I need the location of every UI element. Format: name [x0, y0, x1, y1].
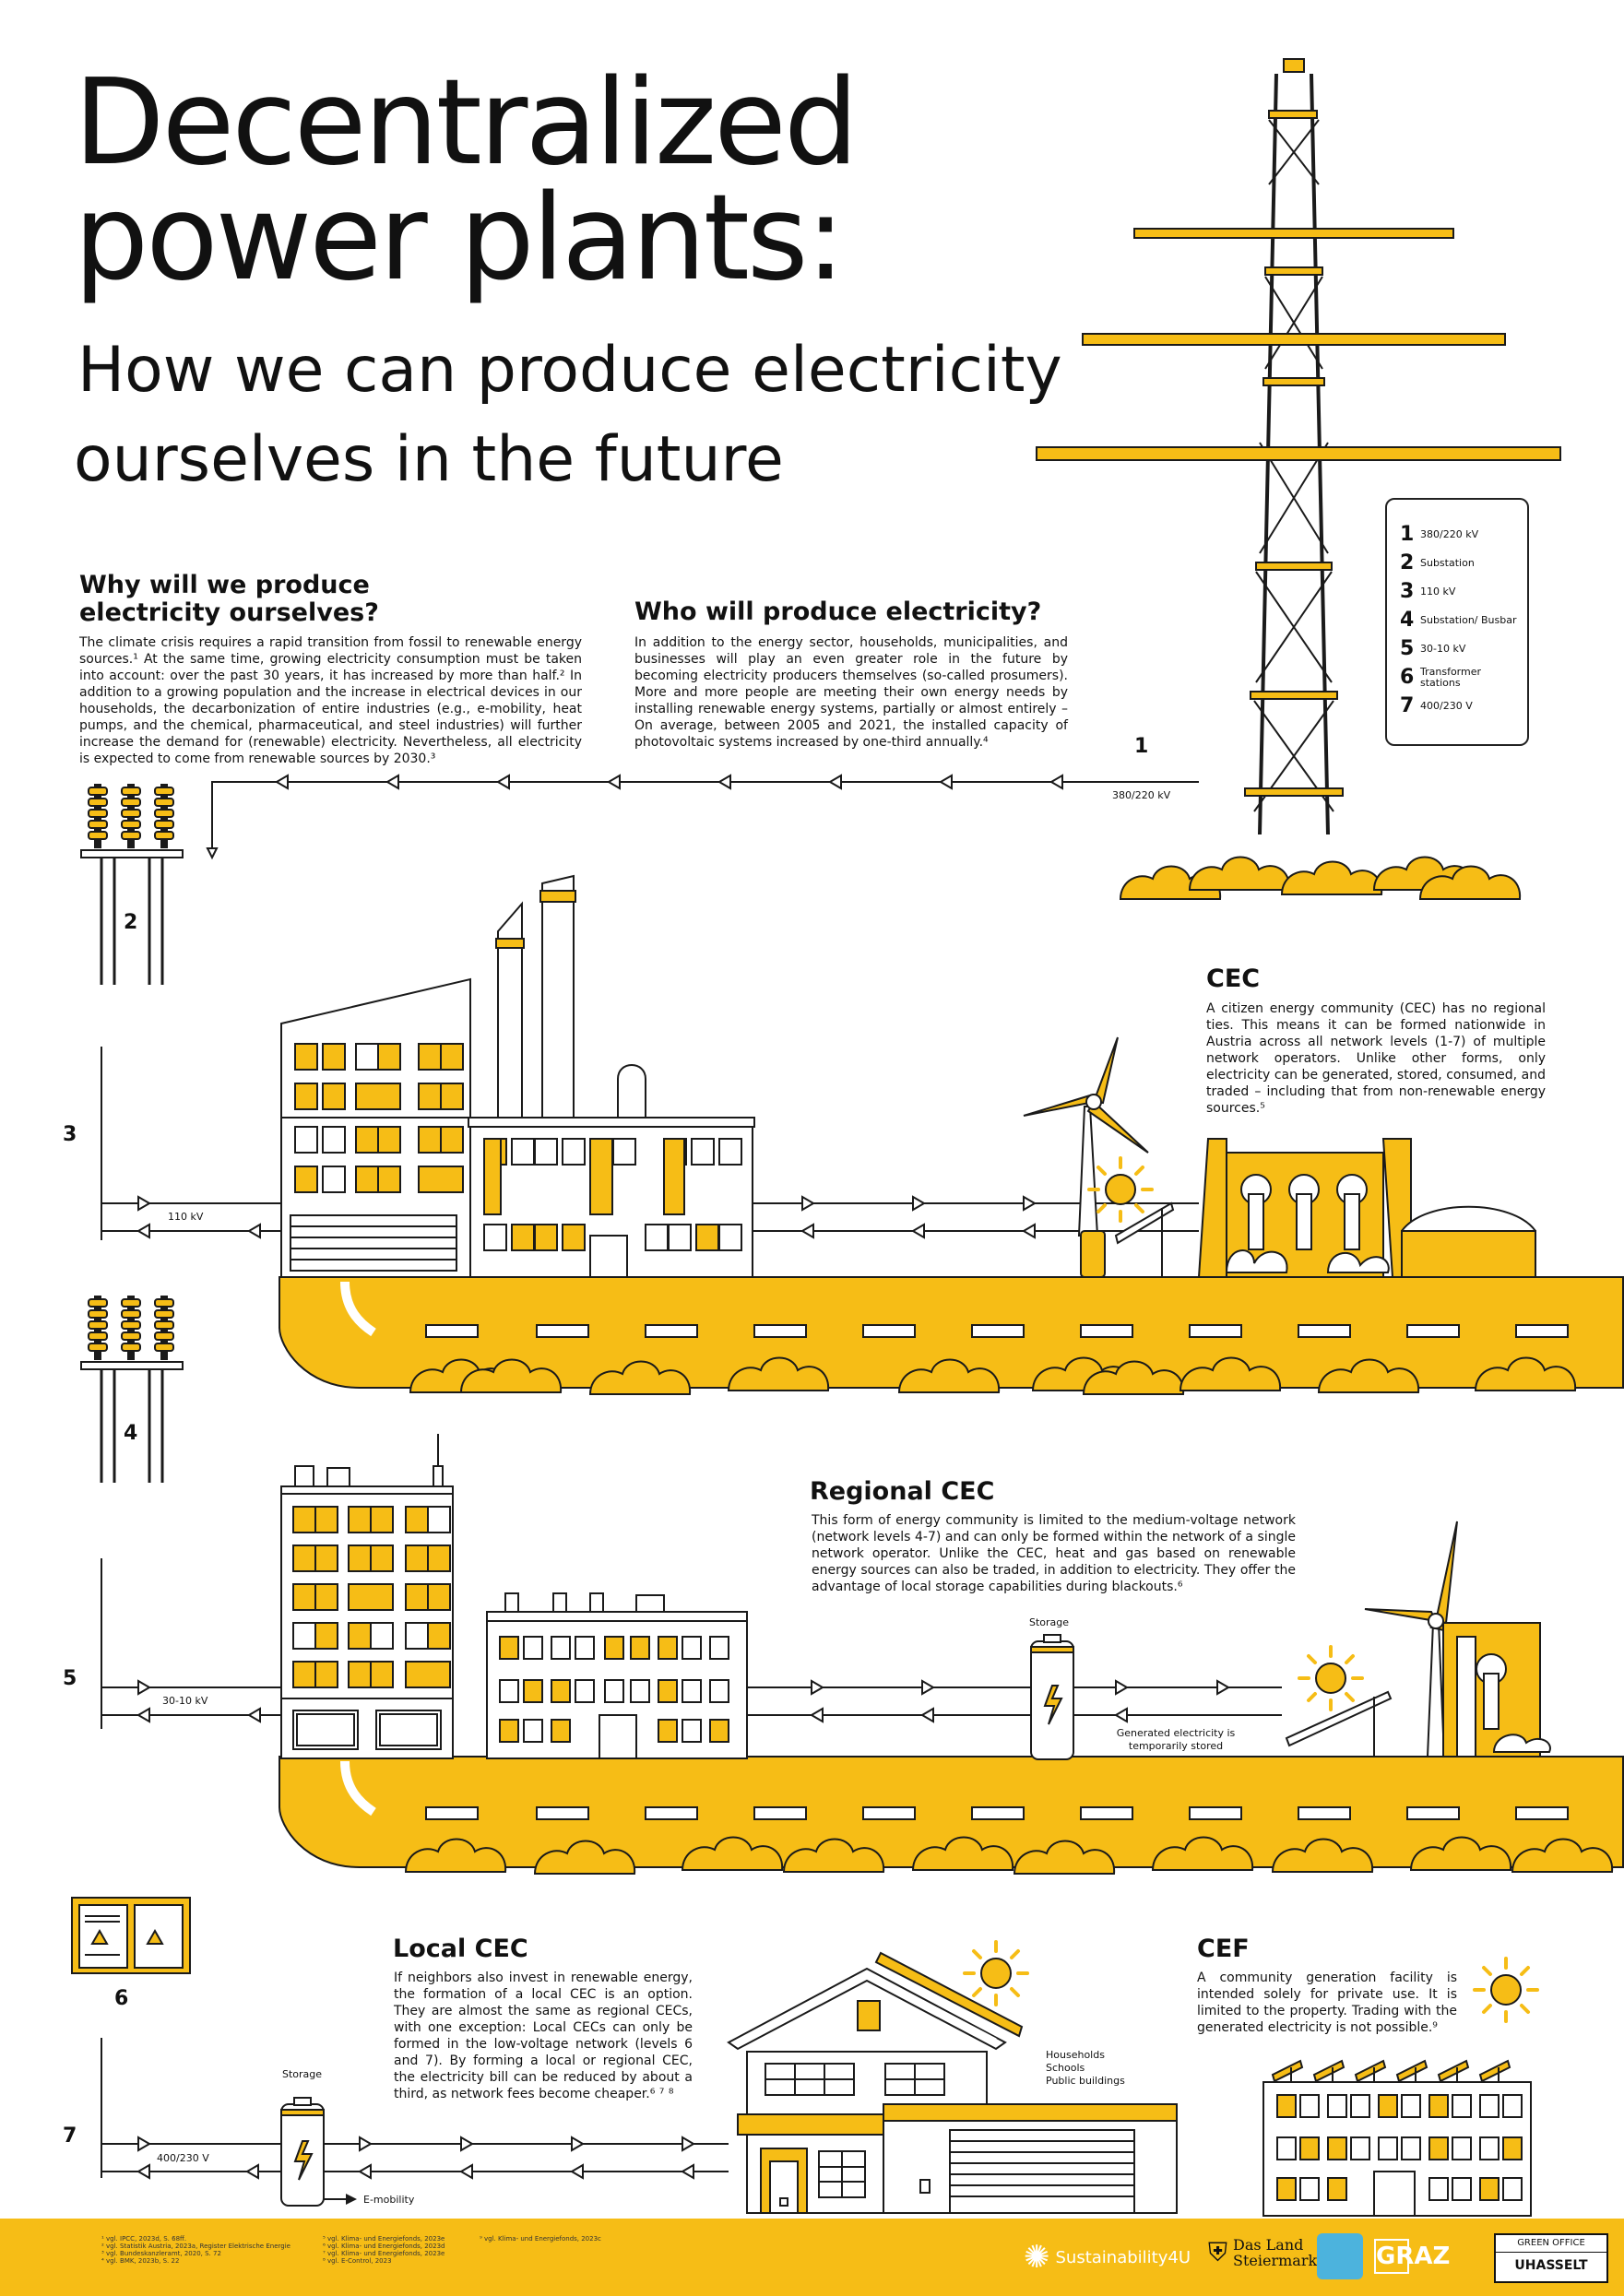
- building-school: [486, 1592, 748, 1759]
- storage-battery-2: [280, 2097, 325, 2207]
- sustainability-swirl-icon: ✺: [1024, 2239, 1050, 2276]
- references-col-1: ¹ vgl. IPCC, 2023d, S. 68ff.² vgl. Stati…: [101, 2235, 290, 2265]
- footer: ¹ vgl. IPCC, 2023d, S. 68ff.² vgl. Stati…: [0, 2219, 1624, 2296]
- who-heading: Who will produce electricity?: [634, 598, 1042, 626]
- level-number-1: 1: [1134, 735, 1149, 758]
- level-number-5: 5: [63, 1667, 77, 1690]
- road-2: [279, 1756, 1624, 1875]
- building-tall-2: [280, 1434, 454, 1759]
- factory: [468, 874, 755, 1278]
- regional-cec-text: This form of energy community is limited…: [812, 1513, 1296, 1594]
- references-col-3: ⁹ vgl. Klima- und Energiefonds, 2023c: [480, 2235, 601, 2243]
- level-number-6: 6: [114, 1987, 129, 2010]
- solar-panel-1: [1114, 1201, 1175, 1277]
- coat-of-arms-icon: ⛨: [1208, 2237, 1228, 2267]
- storage-label-2: Storage: [282, 2068, 323, 2080]
- logo-sustainability4u: ✺ Sustainability4U: [1024, 2239, 1191, 2276]
- level-label-400-230v: 400/230 V: [157, 2152, 209, 2164]
- logo-graz: GRAZ: [1374, 2239, 1450, 2274]
- cef-text: A community generation facility is inten…: [1197, 1971, 1457, 2035]
- stored-electricity-note: Generated electricity is temporarily sto…: [1116, 1727, 1236, 1752]
- line-380kv: [207, 781, 1199, 849]
- level-number-7: 7: [63, 2124, 77, 2148]
- level-number-3: 3: [63, 1123, 77, 1146]
- cef-heading: CEF: [1197, 1935, 1250, 1963]
- level-number-4: 4: [124, 1422, 138, 1445]
- emobility-label: E-mobility: [363, 2194, 415, 2206]
- storage-label-1: Storage: [1029, 1616, 1070, 1628]
- local-cec-heading: Local CEC: [393, 1935, 528, 1963]
- partner-badge-icon: [1317, 2233, 1363, 2279]
- biogas-plant: [1197, 1138, 1536, 1278]
- level-label-30-10kv: 30-10 kV: [162, 1695, 208, 1707]
- local-cec-text: If neighbors also invest in renewable en…: [394, 1971, 693, 2101]
- level-number-2: 2: [124, 911, 138, 934]
- substation-2: [80, 783, 184, 985]
- subtitle-line-1: How we can produce electricity: [77, 334, 1062, 407]
- transformer-station: [71, 1897, 191, 1974]
- house: [727, 1951, 1178, 2214]
- subtitle-line-2: ourselves in the future: [74, 423, 784, 496]
- regional-cec-heading: Regional CEC: [810, 1477, 995, 1506]
- who-text: In addition to the energy sector, househ…: [634, 635, 1068, 750]
- why-text: The climate crisis requires a rapid tran…: [79, 635, 582, 766]
- level-label-110kv: 110 kV: [168, 1211, 204, 1223]
- logo-green-office: GREEN OFFICE UHASSELT: [1494, 2233, 1608, 2283]
- substation-4: [80, 1295, 184, 1483]
- road-1: [279, 1276, 1624, 1395]
- title-line-2: power plants:: [74, 170, 846, 307]
- wind-turbine-1: [1023, 1036, 1149, 1278]
- cef-building: [1262, 2059, 1532, 2217]
- wind-turbine-2: [1364, 1521, 1551, 1758]
- title-line-1: Decentralized: [74, 54, 859, 192]
- solar-panel-2: [1285, 1690, 1393, 1757]
- level-label-380kv: 380/220 kV: [1112, 789, 1171, 801]
- cec-text: A citizen energy community (CEC) has no …: [1206, 1001, 1546, 1116]
- line-30-10kv: [101, 1558, 1282, 1729]
- pylon: [1036, 58, 1561, 835]
- pylon-clouds: [1120, 856, 1522, 900]
- building-tall-1: [280, 977, 471, 1278]
- storage-battery-1: [1030, 1634, 1074, 1760]
- cec-heading: CEC: [1206, 965, 1261, 993]
